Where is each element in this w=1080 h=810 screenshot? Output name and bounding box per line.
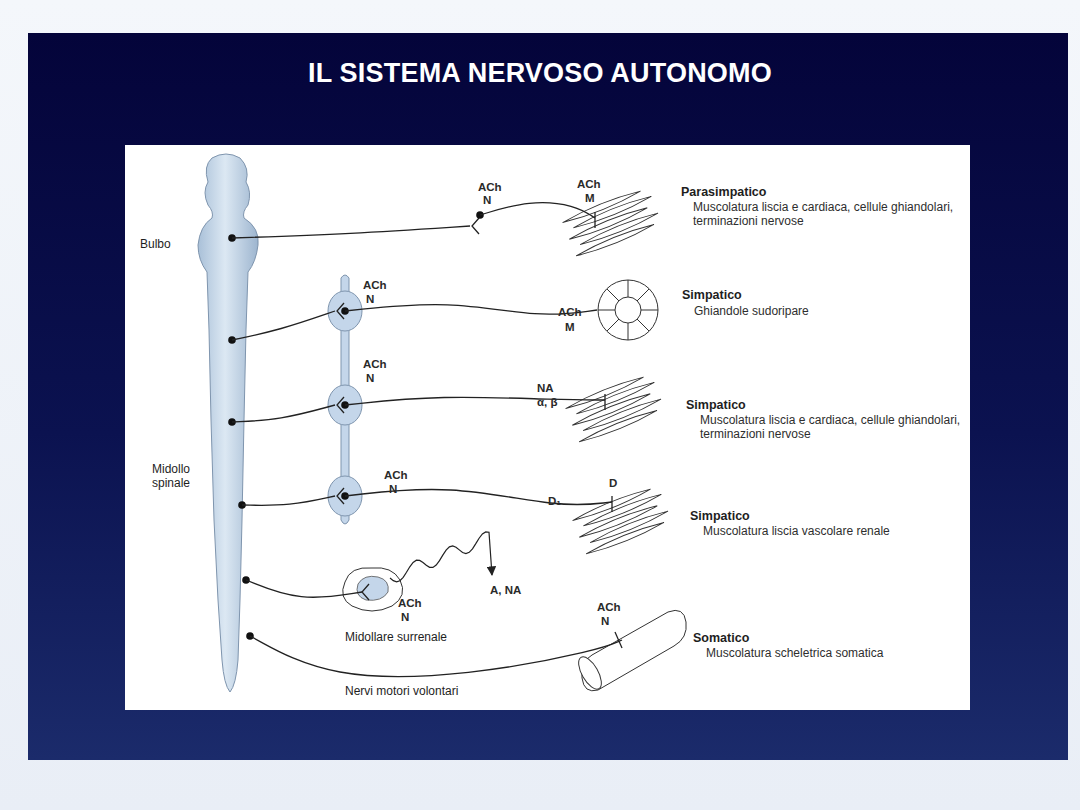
receptor-label: N bbox=[389, 482, 397, 496]
target-description: Ghiandole sudoripare bbox=[694, 304, 809, 318]
transmitter-label: ACh bbox=[478, 180, 502, 194]
hormone-release bbox=[390, 532, 492, 582]
receptor-label: N bbox=[366, 371, 374, 385]
receptor-label: D₁ bbox=[548, 494, 561, 508]
nerve-terminal bbox=[604, 394, 605, 410]
synapse-symbol bbox=[362, 584, 369, 600]
preganglionic-fibre bbox=[242, 496, 335, 505]
synapse-symbol bbox=[472, 218, 479, 234]
postganglionic-fibre bbox=[345, 489, 612, 504]
postganglionic-fibre bbox=[345, 397, 605, 405]
division-heading: Simpatico bbox=[682, 288, 742, 302]
target-description: Muscolatura liscia e cardiaca, cellule g… bbox=[693, 200, 965, 228]
smooth-muscle bbox=[571, 483, 672, 556]
skeletal-muscle bbox=[574, 610, 686, 692]
preganglionic-fibre bbox=[246, 580, 362, 597]
transmitter-label: ACh bbox=[597, 600, 621, 614]
preganglionic-fibre bbox=[232, 226, 470, 238]
smooth-muscle bbox=[561, 185, 662, 258]
receptor-label: N bbox=[483, 193, 491, 207]
region-label: Bulbo bbox=[140, 237, 171, 251]
target-description: Muscolatura liscia vascolare renale bbox=[703, 524, 890, 538]
hormone-label: A, NA bbox=[490, 583, 521, 597]
transmitter-label: D bbox=[609, 476, 617, 490]
division-heading: Somatico bbox=[693, 631, 749, 645]
receptor-label: M bbox=[565, 320, 575, 334]
title-text: IL SISTEMA NERVOSO AUTONOMO bbox=[308, 58, 772, 88]
receptor-label: N bbox=[366, 292, 374, 306]
division-heading: Parasimpatico bbox=[681, 185, 766, 199]
receptor-label: N bbox=[601, 614, 609, 628]
division-heading: Simpatico bbox=[690, 509, 750, 523]
receptor-label: α, β bbox=[537, 395, 557, 409]
target-description: Muscolatura liscia e cardiaca, cellule g… bbox=[700, 413, 968, 441]
adrenal-gland bbox=[343, 568, 403, 611]
division-heading: Simpatico bbox=[686, 398, 746, 412]
receptor-label: N bbox=[401, 610, 409, 624]
transmitter-label: NA bbox=[537, 381, 554, 395]
adrenal-medulla bbox=[357, 576, 388, 600]
pathway-label: Nervi motori volontari bbox=[345, 684, 458, 698]
preganglionic-fibre bbox=[232, 311, 335, 340]
preganglionic-fibre bbox=[232, 405, 335, 422]
sweat-gland bbox=[598, 280, 658, 340]
postganglionic-fibre bbox=[480, 203, 595, 218]
nerve-terminal bbox=[615, 632, 622, 648]
transmitter-label: ACh bbox=[558, 305, 582, 319]
nerve-fibres bbox=[228, 185, 672, 676]
target-description: Muscolatura scheletrica somatica bbox=[706, 646, 883, 660]
region-label: Midollo spinale bbox=[152, 462, 214, 490]
receptor-label: M bbox=[585, 191, 595, 205]
nerve-terminal bbox=[594, 212, 595, 228]
nerve-terminal bbox=[611, 496, 612, 512]
transmitter-label: ACh bbox=[363, 357, 387, 371]
smooth-muscle bbox=[564, 371, 665, 444]
transmitter-label: ACh bbox=[398, 596, 422, 610]
transmitter-label: ACh bbox=[363, 278, 387, 292]
slide-title: IL SISTEMA NERVOSO AUTONOMO bbox=[0, 58, 1080, 89]
transmitter-label: ACh bbox=[384, 468, 408, 482]
transmitter-label: ACh bbox=[577, 177, 601, 191]
organ-label: Midollare surrenale bbox=[345, 630, 447, 644]
spinal-cord bbox=[198, 154, 258, 692]
